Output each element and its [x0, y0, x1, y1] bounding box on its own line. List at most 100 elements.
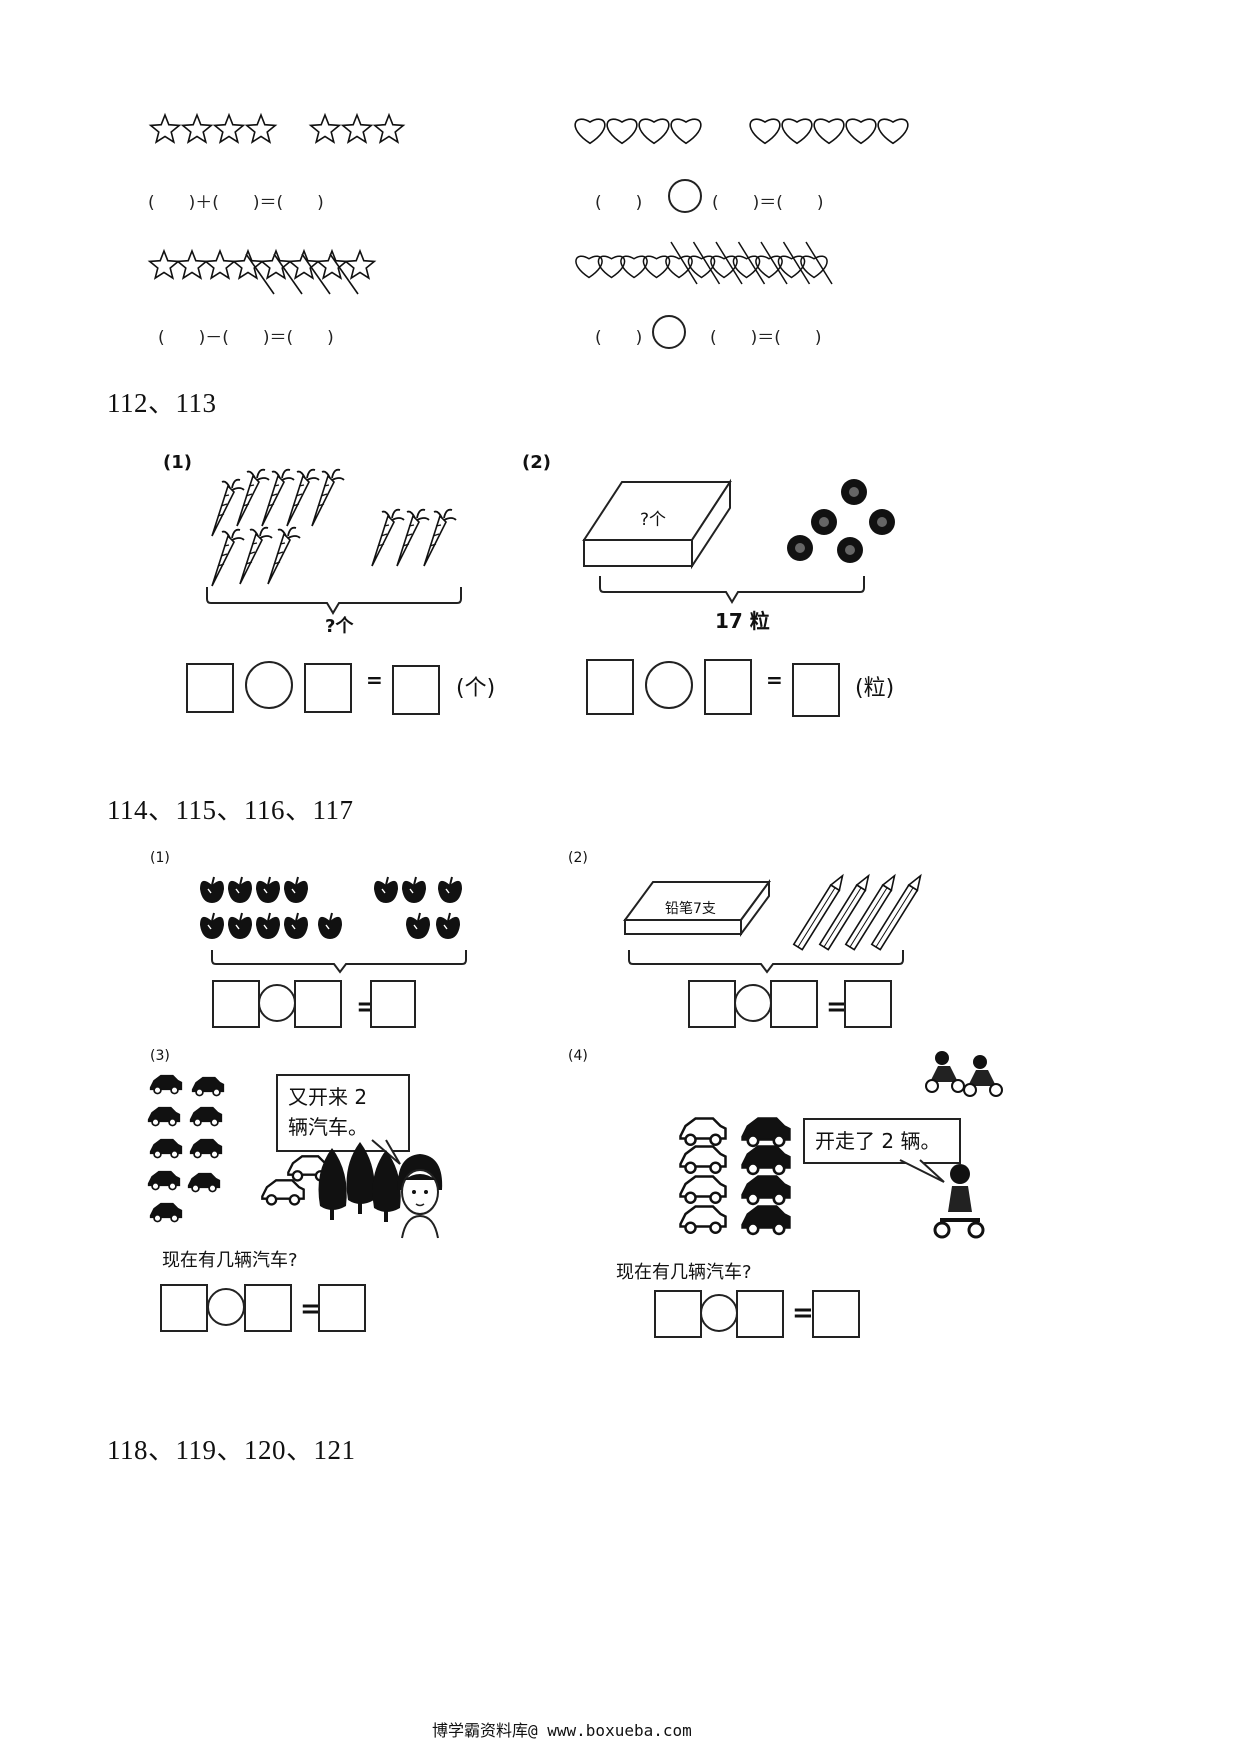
motorbike-riders-icon: [925, 1051, 1003, 1097]
star-icon: [212, 112, 246, 144]
star-icon: [340, 112, 374, 144]
brace-label: ?个: [325, 616, 354, 637]
carrot-icon: [423, 508, 457, 567]
carrot-icon: [261, 468, 295, 527]
formula-right-part: ( )＝( ): [712, 193, 824, 213]
rider-icon: [963, 1055, 1003, 1097]
star-icon: [180, 112, 214, 144]
car-icon: [261, 1179, 305, 1206]
car-group: [147, 1074, 225, 1223]
answer-box[interactable]: [212, 980, 260, 1028]
answer-box[interactable]: [688, 980, 736, 1028]
car-icon: [147, 1170, 181, 1191]
cross-mark: [245, 253, 275, 295]
car-icon: [679, 1145, 727, 1174]
star-icon: [343, 248, 377, 280]
operator-circle[interactable]: [734, 984, 772, 1022]
star-icon: [244, 112, 278, 144]
star-icon: [148, 112, 182, 144]
star-icon: [259, 248, 293, 280]
apple-icon: [256, 912, 280, 939]
girl-icon: [397, 1154, 443, 1239]
speech-bubble: 开走了 2 辆。: [803, 1118, 961, 1164]
cross-mark: [782, 241, 811, 285]
pencil-icon: [792, 873, 844, 951]
operator-circle[interactable]: [258, 984, 296, 1022]
star-icon: [231, 248, 265, 280]
answer-box[interactable]: [812, 1290, 860, 1338]
answer-box[interactable]: [318, 1284, 366, 1332]
car-icon: [741, 1175, 791, 1206]
answer-box[interactable]: [736, 1290, 784, 1338]
operator-circle[interactable]: [700, 1294, 738, 1332]
apple-icon: [200, 876, 224, 903]
car-icon: [147, 1106, 181, 1127]
box-label: 铅笔7支: [665, 901, 716, 917]
answer-box[interactable]: [704, 659, 752, 715]
answer-box[interactable]: [304, 663, 352, 713]
box-label: ?个: [640, 510, 667, 530]
heart-icon: [574, 118, 606, 145]
answer-box[interactable]: [186, 663, 234, 713]
answer-box[interactable]: [294, 980, 342, 1028]
star-group-crossed: [147, 248, 377, 295]
operator-circle[interactable]: [668, 179, 702, 213]
problem-number: (1): [150, 850, 170, 866]
star-icon: [147, 248, 181, 280]
heart-icon: [606, 118, 638, 145]
unit-label: (粒): [855, 676, 895, 701]
brace-label: 17 粒: [715, 609, 770, 633]
star-icon: [287, 248, 321, 280]
carrot-icon: [211, 528, 245, 587]
cross-mark: [692, 241, 721, 285]
apple-icon: [438, 876, 462, 903]
star-icon: [308, 112, 342, 144]
cross-mark: [715, 241, 743, 285]
answer-box[interactable]: [792, 663, 840, 717]
equals-sign: =: [792, 1298, 814, 1328]
answer-box[interactable]: [586, 659, 634, 715]
heart-icon: [800, 255, 828, 279]
answer-box[interactable]: [844, 980, 892, 1028]
car-icon: [149, 1138, 183, 1159]
section-heading: 112、113: [107, 388, 217, 418]
brace: [211, 950, 467, 974]
answer-box[interactable]: [244, 1284, 292, 1332]
pencil-icon: [844, 873, 896, 951]
brace: [599, 576, 865, 604]
problem-number: (2): [568, 850, 588, 866]
apple-icon: [374, 876, 398, 903]
cross-mark: [273, 253, 303, 295]
brace: [206, 587, 462, 615]
operator-circle[interactable]: [645, 661, 693, 709]
carrot-icon: [211, 478, 245, 537]
equals-sign: =: [826, 992, 848, 1022]
unit-label: (个): [456, 676, 496, 701]
heart-group-crossed: [575, 241, 833, 285]
heart-icon: [845, 118, 877, 145]
operator-circle[interactable]: [245, 661, 293, 709]
operator-circle[interactable]: [652, 315, 686, 349]
carrot-icon: [371, 508, 405, 567]
apple-icon: [402, 876, 426, 903]
speech-tail: [899, 1159, 945, 1183]
cross-mark: [805, 241, 833, 285]
answer-box[interactable]: [370, 980, 416, 1028]
answer-box[interactable]: [654, 1290, 702, 1338]
answer-box[interactable]: [160, 1284, 208, 1332]
answer-box[interactable]: [392, 665, 440, 715]
star-icon: [175, 248, 209, 280]
carrot-icon: [311, 468, 345, 527]
equals-sign: =: [366, 668, 383, 692]
heart-icon: [813, 118, 845, 145]
apple-icon: [228, 912, 252, 939]
footer-watermark: 博学霸资料库@ www.boxueba.com: [432, 1721, 692, 1740]
star-group-top-left: [148, 112, 406, 144]
answer-box[interactable]: [770, 980, 818, 1028]
equals-sign: =: [300, 1294, 322, 1324]
apple-icon: [318, 912, 342, 939]
section-heading: 118、119、120、121: [107, 1435, 356, 1465]
operator-circle[interactable]: [207, 1288, 245, 1326]
carrot-icon: [236, 468, 270, 527]
carrot-icon: [396, 508, 430, 567]
